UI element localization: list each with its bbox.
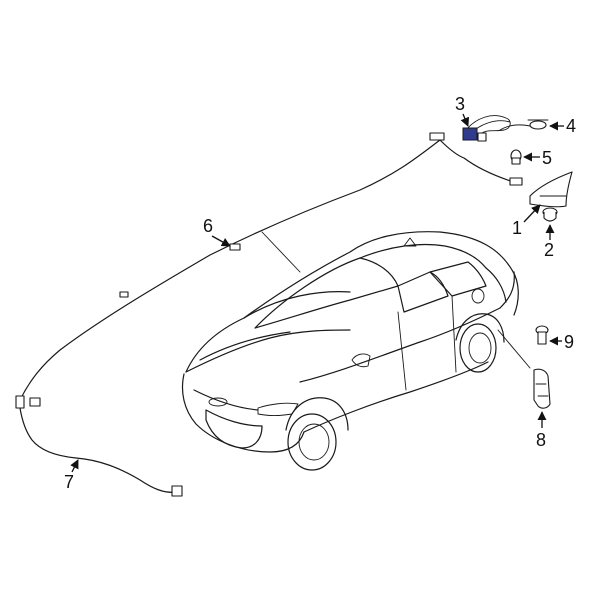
callout-5: 5 xyxy=(542,148,552,168)
callout-1: 1 xyxy=(512,218,522,238)
antenna-bracket xyxy=(533,368,551,409)
bolt-part-9 xyxy=(535,325,549,345)
antenna-nut xyxy=(542,207,558,222)
callout-9: 9 xyxy=(564,332,574,352)
leader-rear xyxy=(497,329,531,369)
callout-7: 7 xyxy=(64,472,74,492)
vehicle-illustration xyxy=(181,231,519,471)
bolt-part xyxy=(510,149,522,165)
callout-8: 8 xyxy=(536,430,546,450)
callout-3: 3 xyxy=(455,94,465,114)
callout-2: 2 xyxy=(544,240,554,260)
callout-6: 6 xyxy=(203,216,213,236)
leader-roof xyxy=(261,231,301,273)
antenna-lead xyxy=(499,119,549,131)
roof-antenna-cable xyxy=(19,132,523,401)
connector-harness xyxy=(462,115,511,142)
callouts: 1 2 3 4 5 6 7 8 9 xyxy=(64,94,576,492)
shark-fin-antenna xyxy=(529,171,573,208)
callout-4: 4 xyxy=(566,116,576,136)
lower-antenna-cable xyxy=(15,395,183,497)
